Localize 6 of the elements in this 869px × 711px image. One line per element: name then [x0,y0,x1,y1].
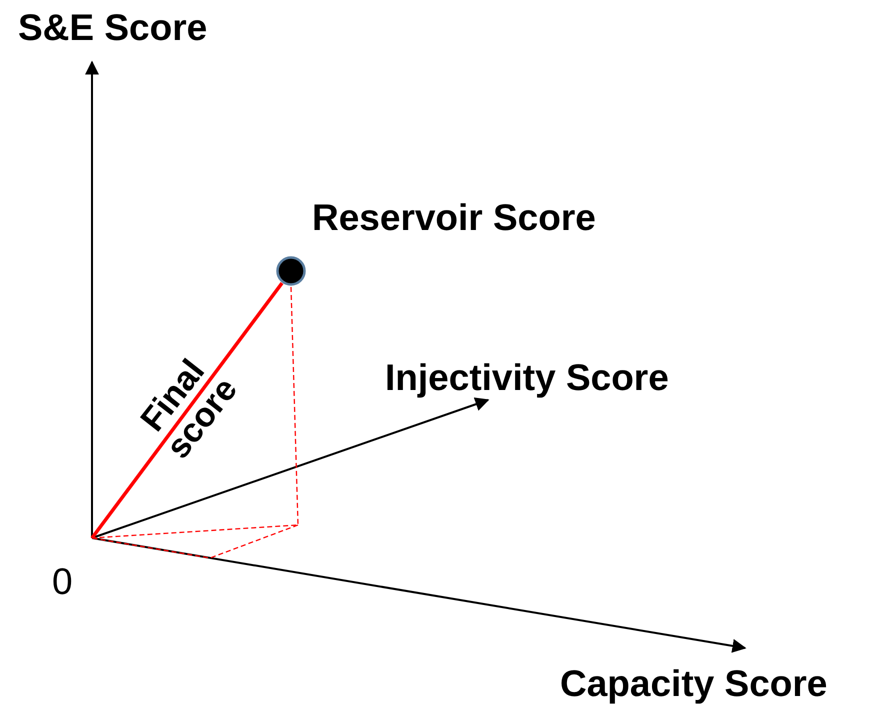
connector-line [90,282,284,540]
axis-label: Injectivity Score [385,358,669,399]
axis-label: S&E Score [18,8,208,49]
origin-label: 0 [52,562,88,604]
point-label: Reservoir Score [312,198,596,239]
axis-label: Capacity Score [560,664,828,705]
